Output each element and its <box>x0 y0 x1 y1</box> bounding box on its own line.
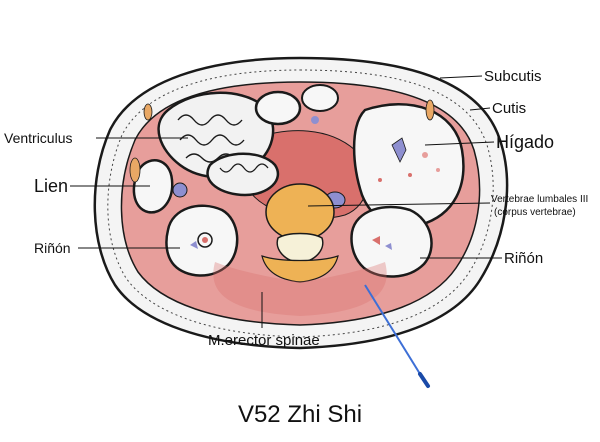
vertebral-arch <box>261 255 339 283</box>
vessel <box>311 116 319 124</box>
label-rinon-right: Riñón <box>504 250 543 267</box>
liver-dot <box>378 178 382 182</box>
vertebral-body <box>265 183 335 241</box>
diagram-title: V52 Zhi Shi <box>238 401 362 428</box>
needle-tip <box>418 372 430 388</box>
rinon-right <box>350 205 433 278</box>
label-lien: Lien <box>34 176 68 196</box>
fat-pad <box>129 157 141 183</box>
liver <box>352 103 465 229</box>
vessel <box>172 182 188 198</box>
erector-spinae <box>213 262 387 316</box>
fat-pad <box>425 99 435 121</box>
renal-vessel <box>372 236 380 245</box>
leader-vertebrae <box>307 202 491 207</box>
liver-vessel <box>391 137 407 163</box>
liver-dot <box>408 173 412 177</box>
label-higado: Hígado <box>496 132 554 152</box>
leader-subcutis <box>439 75 483 79</box>
fat-pad <box>143 103 153 121</box>
intestine-loop <box>254 90 302 126</box>
renal-vessel <box>190 241 198 249</box>
acupuncture-needle <box>364 284 426 383</box>
label-rinon-left: Riñón <box>34 240 71 256</box>
label-ventriculus: Ventriculus <box>4 130 72 146</box>
label-cutis: Cutis <box>492 100 526 117</box>
renal-pelvis-core <box>202 237 208 243</box>
label-vertebrae-line2: (corpus vertebrae) <box>494 207 576 218</box>
liver-dot <box>436 168 440 172</box>
label-subcutis: Subcutis <box>484 68 542 85</box>
intestine-folds <box>177 114 245 163</box>
leader-higado <box>424 141 495 146</box>
liver-dot <box>422 152 428 158</box>
intestine-loop <box>301 84 339 112</box>
label-vertebrae-line1: Vertebrae lumbales III <box>491 194 588 205</box>
renal-vessel <box>385 243 392 250</box>
colon <box>206 152 280 197</box>
leader-cutis <box>469 107 491 111</box>
spinal-canal <box>276 232 324 263</box>
colon-folds <box>219 163 269 173</box>
label-erector: M.erector spinae <box>208 332 320 349</box>
lien <box>132 159 174 214</box>
